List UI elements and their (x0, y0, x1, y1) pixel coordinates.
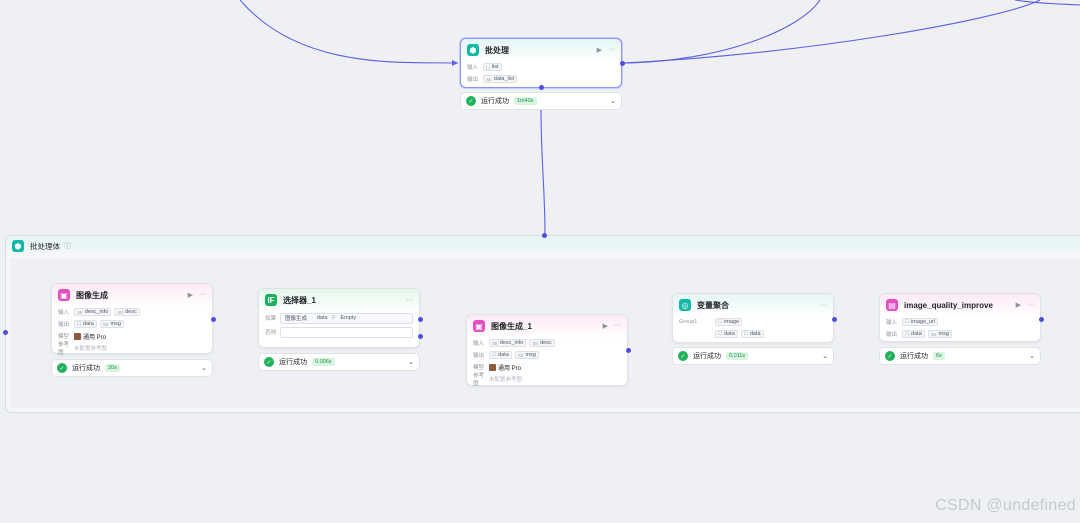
run-icon[interactable]: ▶ (596, 47, 602, 54)
more-icon[interactable]: ··· (614, 322, 621, 329)
success-check-icon: ✓ (264, 357, 274, 367)
batch-right-handle[interactable] (620, 61, 625, 66)
wire-outgoing-top-right-3 (1014, 0, 1080, 6)
gen1-out-handle[interactable] (626, 348, 631, 353)
image-gen-status[interactable]: ✓ 运行成功 20s ⌄ (51, 359, 213, 377)
wire-incoming-left (239, 0, 459, 64)
run-icon[interactable]: ▶ (602, 323, 608, 330)
plugin-icon: ▤ (886, 299, 898, 311)
container-title: 批处理体 (30, 241, 60, 251)
aggregate-icon: ◎ (679, 299, 691, 311)
selector-if-handle[interactable] (418, 317, 423, 322)
success-check-icon: ✓ (466, 96, 476, 106)
model-logo-icon (489, 363, 496, 371)
selector-status[interactable]: ✓ 运行成功 0.006s ⌄ (258, 353, 420, 371)
image-gen-1-header[interactable]: ▣ 图像生成_1 ▶ ··· (467, 315, 627, 337)
run-icon[interactable]: ▶ (187, 292, 193, 299)
gen-out-handle[interactable] (211, 317, 216, 322)
success-check-icon: ✓ (678, 351, 688, 361)
quality-node[interactable]: ▤ image_quality_improve ▶ ··· 输入 ☐image_… (879, 293, 1041, 342)
more-icon[interactable]: ··· (406, 296, 413, 304)
selector-else-handle[interactable] (418, 334, 423, 339)
input-row: 输入 ☐image_url (880, 316, 1040, 328)
batch-node-header[interactable]: ⬢ 批处理 ▶ ··· (461, 39, 621, 61)
image-icon: ▣ (58, 289, 70, 301)
var-agg-node[interactable]: ◎ 变量聚合 ··· Group1 ☐image ☐data ☐data (672, 293, 834, 343)
var-agg-status[interactable]: ✓ 运行成功 0.011s ⌄ (672, 347, 834, 365)
run-icon[interactable]: ▶ (1015, 302, 1021, 309)
model-row: 模型 通用 Pro (473, 363, 522, 372)
group-row: Group1 ☐image (673, 316, 833, 328)
selector-header[interactable]: IF 选择器_1 ··· (259, 289, 419, 311)
quality-out-handle[interactable] (1039, 317, 1044, 322)
info-icon[interactable]: ⓘ (64, 243, 71, 250)
wire-batch-to-container (540, 109, 546, 236)
success-check-icon: ✓ (57, 363, 67, 373)
more-icon[interactable]: ··· (608, 46, 615, 53)
batch-node-title: 批处理 (485, 45, 509, 55)
more-icon[interactable]: ··· (1027, 301, 1034, 308)
image-gen-header[interactable]: ▣ 图像生成 ▶ ··· (52, 284, 212, 306)
chevron-down-icon[interactable]: ⌄ (1029, 353, 1035, 360)
batch-input-row: 输入 [ ]list (461, 61, 621, 73)
wire-outgoing-top-right-1 (621, 0, 821, 64)
selector-node[interactable]: IF 选择器_1 ··· 如果 图像生成-data IF Empty 否则 (258, 288, 420, 348)
model-row: 模型 通用 Pro (58, 332, 107, 341)
ref-row: 参考图 未配置参考图 (58, 342, 108, 356)
container-header[interactable]: ⬢ 批处理体 ⓘ (6, 236, 1080, 256)
condition-box[interactable]: 图像生成-data IF Empty (280, 312, 413, 324)
batch-icon: ⬢ (12, 240, 24, 252)
quality-status[interactable]: ✓ 运行成功 6s ⌄ (879, 347, 1041, 365)
input-tag: [ ]list (483, 63, 502, 71)
wire-outgoing-top-right-2 (621, 0, 1041, 64)
if-condition-row: 如果 图像生成-data IF Empty (259, 311, 419, 325)
batch-status[interactable]: ✓ 运行成功 1m40s ⌄ (460, 92, 622, 110)
group-row-2: ☐data ☐data (673, 328, 833, 340)
else-row: 否则 (259, 325, 419, 339)
chevron-down-icon[interactable]: ⌄ (201, 365, 207, 372)
chevron-down-icon[interactable]: ⌄ (408, 359, 414, 366)
watermark: CSDN @undefined (935, 497, 1076, 514)
model-logo-icon (74, 332, 81, 340)
batch-out-handle[interactable] (539, 85, 544, 90)
else-box[interactable] (280, 326, 413, 338)
if-icon: IF (265, 294, 277, 306)
image-icon: ▣ (473, 320, 485, 332)
chevron-down-icon[interactable]: ⌄ (822, 353, 828, 360)
batch-icon: ⬢ (467, 44, 479, 56)
container-top-handle[interactable] (542, 233, 547, 238)
more-icon[interactable]: ··· (820, 301, 827, 309)
container-left-handle[interactable] (3, 330, 8, 335)
ref-row: 参考图 未配置参考图 (473, 373, 523, 387)
var-agg-header[interactable]: ◎ 变量聚合 ··· (673, 294, 833, 316)
success-check-icon: ✓ (885, 351, 895, 361)
agg-out-handle[interactable] (832, 317, 837, 322)
more-icon[interactable]: ··· (199, 291, 206, 298)
quality-header[interactable]: ▤ image_quality_improve ▶ ··· (880, 294, 1040, 316)
chevron-down-icon[interactable]: ⌄ (610, 98, 616, 105)
